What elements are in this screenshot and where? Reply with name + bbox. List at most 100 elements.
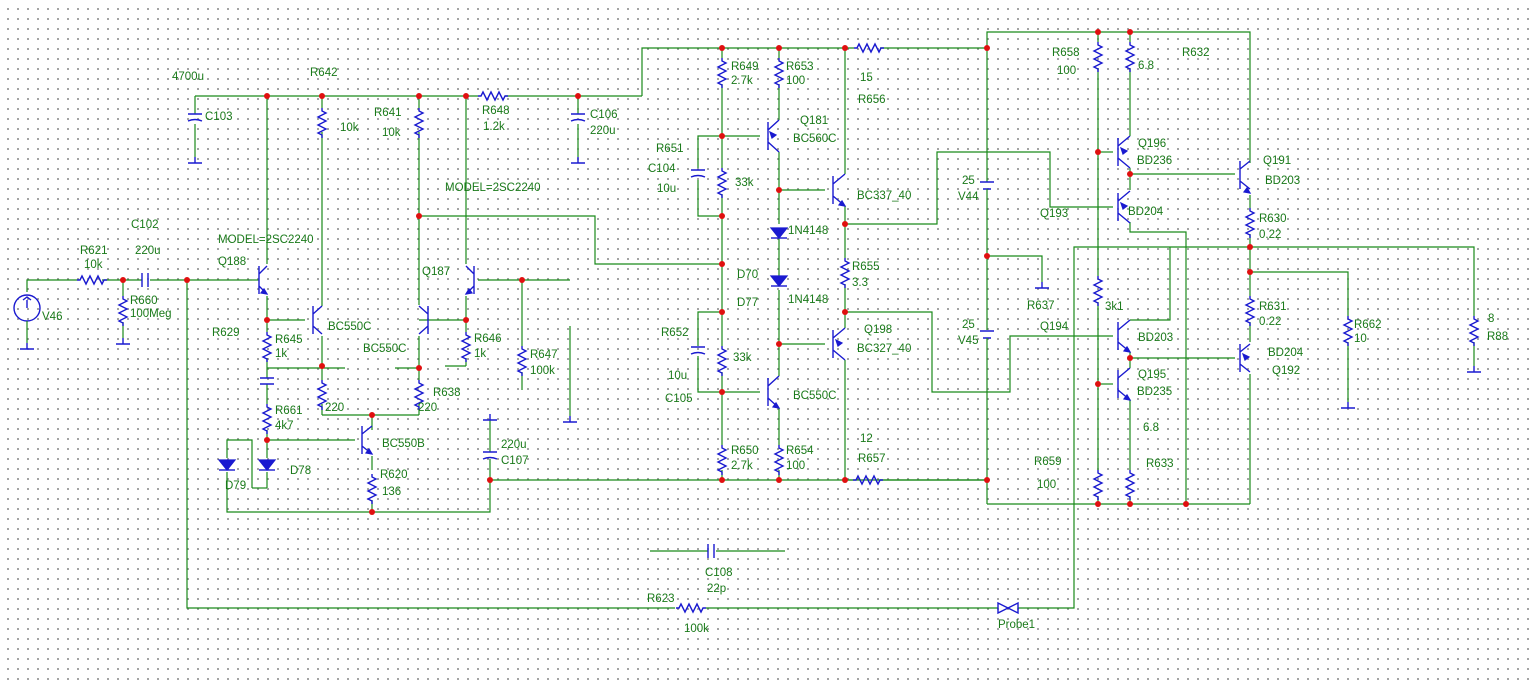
label: Q187 xyxy=(422,266,450,278)
label: R637 xyxy=(1027,300,1055,312)
transistor-bc337 xyxy=(832,173,847,207)
label: 220 xyxy=(418,402,437,414)
resistor-r648 xyxy=(477,91,509,101)
transistor-q188 xyxy=(252,265,269,295)
transistor-q192 xyxy=(1239,343,1251,373)
label: R638 xyxy=(433,387,461,399)
label: R653 xyxy=(786,61,814,73)
label: 25 xyxy=(962,175,975,187)
label: D78 xyxy=(290,465,311,477)
resistor-r633 xyxy=(1125,469,1135,501)
capacitor-c104 xyxy=(690,169,706,178)
label: 10 xyxy=(1354,333,1367,345)
label: R621 xyxy=(80,245,108,257)
transistor-q187 xyxy=(464,265,475,295)
label: 25 xyxy=(962,319,975,331)
label: BC560C xyxy=(793,133,836,145)
capacitor-c106 xyxy=(570,113,586,122)
label: 2.7k xyxy=(731,75,753,87)
label: R630 xyxy=(1259,213,1287,225)
label: R623 xyxy=(647,593,675,605)
resistor-r659 xyxy=(1093,469,1103,501)
label: 220u xyxy=(501,439,527,451)
label: BD203 xyxy=(1265,175,1300,187)
voltage-source-v46 xyxy=(13,294,41,343)
label: 100 xyxy=(786,75,805,87)
label: C108 xyxy=(705,567,733,579)
diode-d78 xyxy=(257,459,277,471)
label: 10k xyxy=(340,122,359,134)
label: D79 xyxy=(225,480,246,492)
label: 1k xyxy=(275,348,287,360)
label: 220 xyxy=(325,402,344,414)
label: 100 xyxy=(1037,479,1056,491)
label: BC550C xyxy=(363,343,406,355)
label: 136 xyxy=(382,486,401,498)
label: Probe1 xyxy=(998,619,1035,631)
label: Q192 xyxy=(1272,365,1300,377)
transistor-q193 xyxy=(1117,190,1131,224)
label: 6.8 xyxy=(1138,60,1154,72)
label: 10k xyxy=(382,127,401,139)
label: 100 xyxy=(786,460,805,472)
label: R659 xyxy=(1034,456,1062,468)
label: 3.3 xyxy=(852,277,868,289)
probe-icon xyxy=(997,601,1019,615)
label: 6.8 xyxy=(1143,422,1159,434)
label: BD204 xyxy=(1268,347,1304,359)
label: Q188 xyxy=(218,256,246,268)
resistor-r651 xyxy=(717,167,727,199)
resistor-r637 xyxy=(1093,275,1103,307)
resistor-r630 xyxy=(1245,207,1255,239)
resistor-r661 xyxy=(262,403,272,435)
label: 220u xyxy=(135,245,161,257)
label: 33k xyxy=(733,352,752,364)
label: BC337_40 xyxy=(857,190,911,202)
label: Q193 xyxy=(1040,208,1068,220)
label: R641 xyxy=(374,107,402,119)
transistor-q195 xyxy=(1117,367,1132,401)
label: R654 xyxy=(786,445,814,457)
transistor-q191 xyxy=(1239,160,1252,194)
label: R632 xyxy=(1182,47,1210,59)
capacitor-c107 xyxy=(482,451,498,480)
transistor-q196 xyxy=(1117,135,1131,169)
resistor-r662 xyxy=(1343,315,1353,347)
resistor-r647 xyxy=(517,345,527,377)
label: R646 xyxy=(474,333,502,345)
label: BD235 xyxy=(1137,386,1172,398)
label: R642 xyxy=(310,67,338,79)
label: R88 xyxy=(1487,331,1508,343)
diode-d77 xyxy=(769,275,789,287)
label: 2.7k xyxy=(731,460,753,472)
resistor-r623 xyxy=(675,603,707,613)
label: R656 xyxy=(858,94,886,106)
label: BC327_40 xyxy=(857,343,911,355)
resistor-r652 xyxy=(717,345,727,377)
label: BD203 xyxy=(1138,332,1173,344)
label: R645 xyxy=(275,334,303,346)
label: Q198 xyxy=(864,324,892,336)
junction-dots xyxy=(120,29,1253,515)
label: 1N4148 xyxy=(788,225,828,237)
label: 10u xyxy=(657,183,676,195)
resistor-r656 xyxy=(853,43,885,53)
label: 10u xyxy=(668,370,687,382)
capacitor-c102 xyxy=(141,273,149,287)
label: C104 xyxy=(648,163,676,175)
wires xyxy=(26,31,1475,609)
label: 1.2k xyxy=(483,121,505,133)
label: V46 xyxy=(42,311,62,323)
label: 0.22 xyxy=(1259,229,1281,241)
label: BD204 xyxy=(1128,206,1164,218)
label: 3k1 xyxy=(1105,301,1124,313)
label: Q191 xyxy=(1263,155,1291,167)
label: C105 xyxy=(665,393,693,405)
label: 100k xyxy=(530,365,555,377)
label: R629 xyxy=(212,327,240,339)
label: BD236 xyxy=(1137,155,1172,167)
resistor-r620 xyxy=(367,473,377,505)
label: 15 xyxy=(860,72,873,84)
components xyxy=(13,41,1482,615)
label: 10k xyxy=(84,259,103,271)
